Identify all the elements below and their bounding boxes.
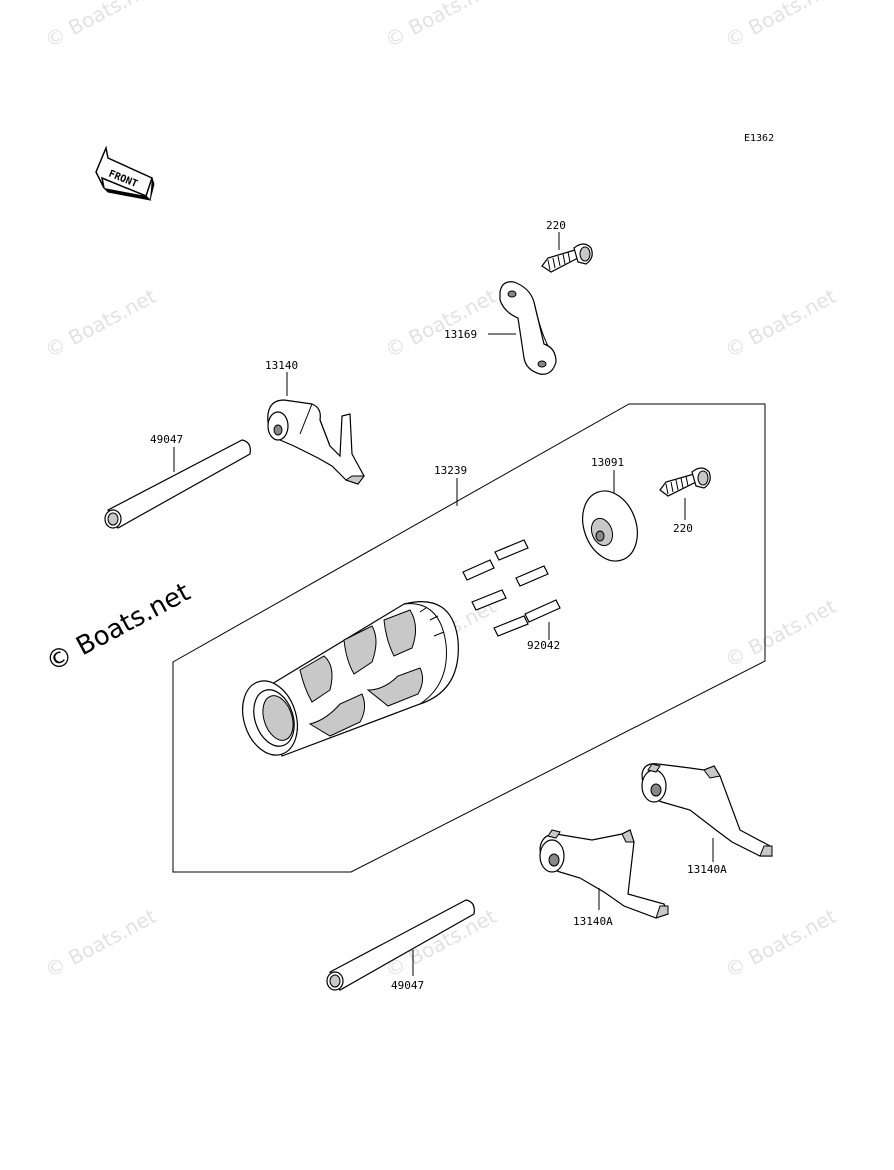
bolt-right xyxy=(659,467,711,520)
watermark: © Boats.net xyxy=(381,284,500,363)
label-fork-top: 13140 xyxy=(265,359,298,372)
pins-92042 xyxy=(462,539,561,640)
diagram-reference: E1362 xyxy=(744,133,774,144)
label-bolt-right: 220 xyxy=(673,522,693,535)
shift-drum xyxy=(242,601,459,757)
label-bracket: 13169 xyxy=(444,328,477,341)
plate-13091 xyxy=(582,470,638,562)
shaft-top xyxy=(104,439,251,529)
bracket-13169 xyxy=(488,281,557,375)
shift-fork-right-lower xyxy=(539,829,669,919)
watermark: © Boats.net xyxy=(381,0,500,52)
shift-fork-top xyxy=(267,372,365,485)
watermark: © Boats.net xyxy=(721,594,840,673)
label-bolt-top: 220 xyxy=(546,219,566,232)
watermark: © Boats.net xyxy=(721,904,840,983)
drum-assembly-outline xyxy=(172,403,766,873)
label-fork-right-upper: 13140A xyxy=(687,863,727,876)
shift-fork-right-upper xyxy=(641,763,773,862)
label-shaft-top: 49047 xyxy=(150,433,183,446)
front-arrow-icon: FRONT xyxy=(95,145,155,201)
watermark-prominent: © Boats.net xyxy=(41,577,195,678)
label-drum-assembly: 13239 xyxy=(434,464,467,477)
watermark: © Boats.net xyxy=(41,284,160,363)
label-plate: 13091 xyxy=(591,456,624,469)
shaft-bottom xyxy=(326,899,475,991)
label-pins: 92042 xyxy=(527,639,560,652)
watermark: © Boats.net xyxy=(41,0,160,52)
watermark: © Boats.net xyxy=(41,904,160,983)
watermark: © Boats.net xyxy=(721,0,840,52)
bolt-top xyxy=(541,232,593,273)
label-fork-right-lower: 13140A xyxy=(573,915,613,928)
watermark: © Boats.net xyxy=(721,284,840,363)
label-shaft-bottom: 49047 xyxy=(391,979,424,992)
